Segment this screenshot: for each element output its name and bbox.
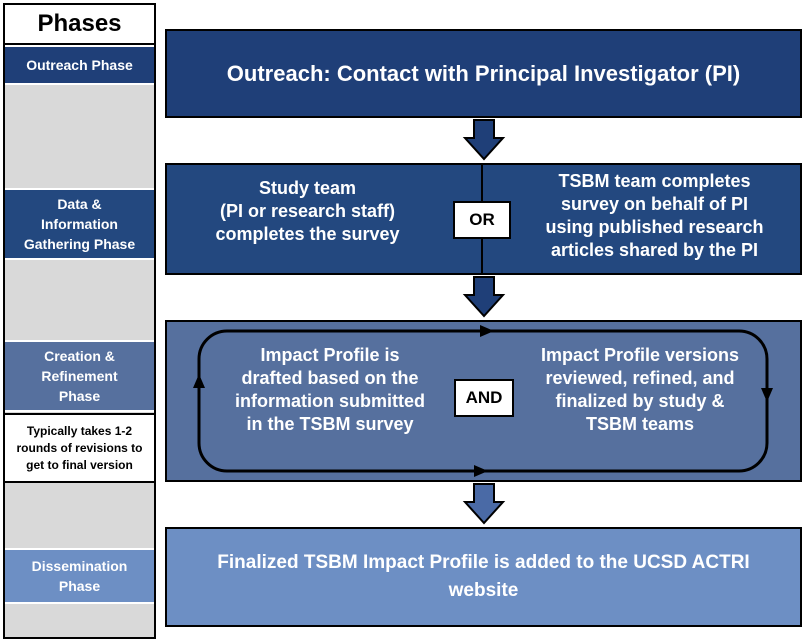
phase-spacer bbox=[5, 86, 154, 188]
reviewed-text: Impact Profile versions reviewed, refine… bbox=[540, 345, 740, 434]
down-arrow bbox=[462, 119, 506, 161]
phase-spacer bbox=[5, 261, 154, 341]
creation-phase-label: Creation & Refinement Phase bbox=[5, 340, 154, 412]
loop-arrowhead bbox=[480, 325, 494, 337]
dissemination-phase-label: Dissemination Phase bbox=[5, 548, 154, 604]
revisions-note: Typically takes 1-2 rounds of revisions … bbox=[5, 413, 154, 483]
data-gathering-phase-label: Data & Information Gathering Phase bbox=[5, 188, 154, 260]
tsbm-team-text: TSBM team completes survey on behalf of … bbox=[545, 171, 764, 260]
drafted-text: Impact Profile is drafted based on the i… bbox=[235, 345, 425, 434]
loop-arrowhead bbox=[474, 465, 488, 477]
loop-arrowhead bbox=[761, 388, 773, 402]
down-arrow bbox=[462, 276, 506, 318]
down-arrow bbox=[462, 483, 506, 525]
outreach-step-box: Outreach: Contact with Principal Investi… bbox=[165, 29, 802, 118]
phases-title: Phases bbox=[5, 5, 154, 45]
study-team-text: Study team (PI or research staff) comple… bbox=[215, 178, 400, 244]
and-label: AND bbox=[454, 379, 514, 417]
or-label: OR bbox=[453, 201, 511, 239]
outreach-phase-label: Outreach Phase bbox=[5, 45, 154, 85]
phase-spacer bbox=[5, 484, 154, 548]
dissemination-step-box: Finalized TSBM Impact Profile is added t… bbox=[165, 527, 802, 627]
revision-loop bbox=[197, 329, 769, 473]
loop-arrowhead bbox=[193, 374, 205, 388]
